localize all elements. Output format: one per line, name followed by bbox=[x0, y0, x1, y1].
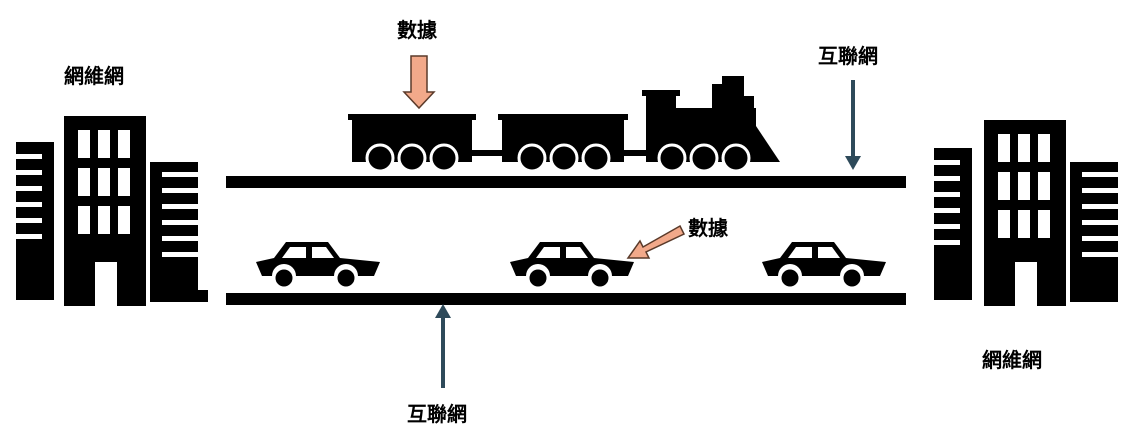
rail-track-top bbox=[226, 176, 906, 188]
www-label-left: 網維網 bbox=[64, 64, 124, 88]
rail-track-bottom bbox=[226, 293, 906, 305]
car-icon-2 bbox=[510, 242, 634, 290]
building-icon-left bbox=[16, 116, 208, 306]
train-icon bbox=[348, 76, 780, 173]
arrow-icon-data-top bbox=[402, 55, 436, 110]
arrow-icon-data-car bbox=[626, 224, 686, 259]
car-icon-1 bbox=[256, 242, 380, 290]
data-label-top: 數據 bbox=[397, 18, 437, 42]
data-label-car: 數據 bbox=[688, 216, 728, 240]
www-label-right: 網維網 bbox=[982, 348, 1042, 372]
arrow-icon-internet-bottom bbox=[435, 304, 451, 388]
internet-label-top: 互聯網 bbox=[818, 44, 878, 68]
internet-label-bottom: 互聯網 bbox=[407, 402, 467, 426]
arrow-icon-internet-top bbox=[845, 80, 861, 170]
car-icon-3 bbox=[762, 242, 886, 290]
building-icon-right bbox=[934, 120, 1118, 306]
